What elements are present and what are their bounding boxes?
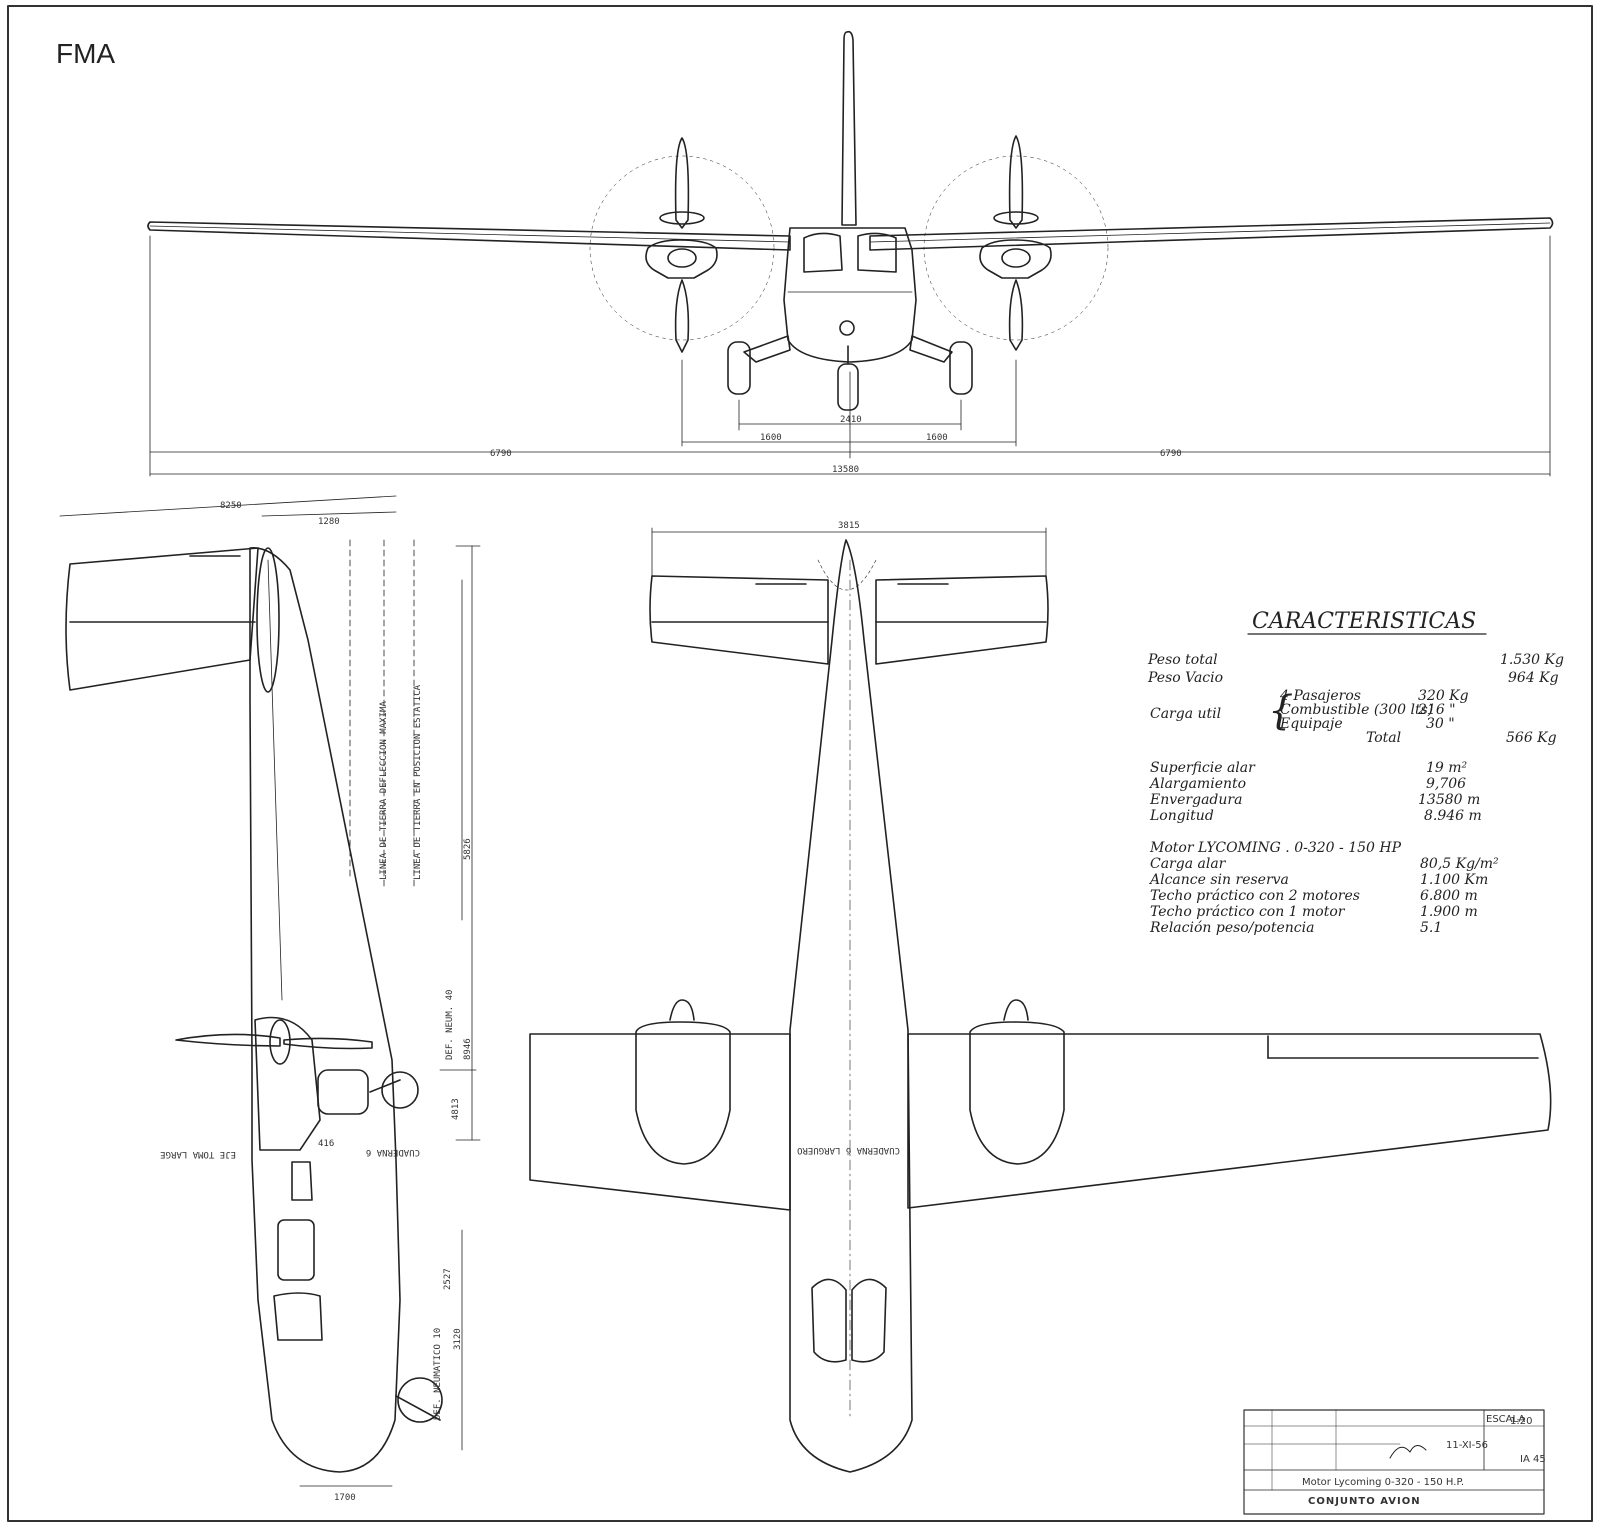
note-frame: CUADERNA 6 bbox=[366, 1147, 420, 1157]
scale-value: 1:20 bbox=[1510, 1416, 1532, 1427]
note-plan-frame: CUADERNA 6 LARGUERO bbox=[797, 1145, 900, 1155]
engine-label: Motor LYCOMING . 0-320 - 150 HP bbox=[1149, 840, 1402, 856]
perf-value: 1.100 Km bbox=[1420, 872, 1488, 888]
dim-side-stab: 1280 bbox=[318, 517, 340, 527]
geo-label: Alargamiento bbox=[1148, 776, 1246, 792]
perf-value: 6.800 m bbox=[1420, 888, 1478, 904]
side-nacelle bbox=[254, 1016, 321, 1151]
dim-total-span: 13580 bbox=[832, 465, 859, 475]
brand-label: FMA bbox=[56, 38, 116, 69]
plan-fuselage bbox=[789, 539, 913, 1473]
front-dimensions bbox=[149, 235, 1551, 477]
drawing-subtitle: Motor Lycoming 0-320 - 150 H.P. bbox=[1302, 1477, 1464, 1488]
note-tire: DEF. NEUMATICO 10 bbox=[433, 1328, 443, 1420]
cargo-item-label: Equipaje bbox=[1279, 716, 1343, 732]
dim-right-span: 6790 bbox=[1160, 449, 1182, 459]
dim-side-height-a: 5826 bbox=[463, 838, 473, 860]
cargo-item-label: Combustible (300 lts) bbox=[1280, 702, 1433, 718]
plan-cockpit bbox=[811, 1278, 847, 1363]
left-propeller bbox=[674, 137, 690, 229]
plan-stabilizer bbox=[649, 575, 829, 665]
dim-side-bottom: 1700 bbox=[334, 1493, 356, 1503]
geo-label: Longitud bbox=[1149, 808, 1214, 824]
perf-value: 1.900 m bbox=[1420, 904, 1478, 920]
spec-row-label: Peso total bbox=[1147, 652, 1218, 668]
title-block bbox=[1243, 1409, 1545, 1515]
note-ground-max: LINEA DE TIERRA DEFLECCION MAXIMA bbox=[379, 701, 389, 880]
dim-tail-span: 3815 bbox=[838, 521, 860, 531]
drawing-code: IA 45 bbox=[1520, 1454, 1546, 1465]
geo-value: 13580 m bbox=[1418, 792, 1480, 808]
dim-side-small-b: 416 bbox=[318, 1139, 334, 1149]
dim-side-nose-a: 2527 bbox=[443, 1268, 453, 1290]
perf-label: Techo práctico con 2 motores bbox=[1150, 888, 1360, 904]
side-propeller bbox=[175, 1033, 281, 1047]
side-fuselage bbox=[249, 547, 401, 1473]
front-fin bbox=[841, 30, 857, 226]
drawing-title: CONJUNTO AVION bbox=[1308, 1496, 1421, 1507]
cargo-total-value: 566 Kg bbox=[1506, 730, 1557, 746]
perf-label: Relación peso/potencia bbox=[1149, 920, 1314, 936]
specs-title: CARACTERISTICAS bbox=[1252, 609, 1476, 634]
drawing-date: 11-XI-56 bbox=[1446, 1440, 1488, 1451]
plan-wing bbox=[529, 1033, 791, 1211]
note-deflection: DEF. NEUM. 40 bbox=[445, 990, 455, 1060]
side-fin bbox=[65, 547, 259, 691]
cargo-label: Carga util bbox=[1150, 706, 1221, 722]
dim-side-top: 8250 bbox=[220, 501, 242, 511]
front-view bbox=[147, 30, 1554, 477]
right-propeller bbox=[1008, 135, 1024, 229]
dim-half-right: 1600 bbox=[926, 433, 948, 443]
spec-row-label: Peso Vacio bbox=[1147, 670, 1223, 686]
perf-label: Techo práctico con 1 motor bbox=[1150, 904, 1346, 920]
perf-label: Carga alar bbox=[1150, 856, 1227, 872]
geo-value: 19 m² bbox=[1426, 760, 1468, 776]
geo-value: 9,706 bbox=[1426, 776, 1466, 792]
geo-label: Envergadura bbox=[1149, 792, 1242, 808]
perf-label: Alcance sin reserva bbox=[1148, 872, 1289, 888]
geo-label: Superficie alar bbox=[1150, 760, 1256, 776]
dim-side-small-a: 4813 bbox=[451, 1098, 461, 1120]
cargo-total-label: Total bbox=[1366, 730, 1401, 746]
cargo-item-value: 320 Kg bbox=[1418, 688, 1469, 704]
scale-label: ESCALA bbox=[1486, 1414, 1525, 1425]
dim-left-span: 6790 bbox=[490, 449, 512, 459]
note-ground-static: LINEA DE TIERRA EN POSICION ESTATICA bbox=[413, 684, 423, 880]
perf-value: 5.1 bbox=[1420, 920, 1442, 936]
front-nose-gear bbox=[837, 363, 859, 411]
dim-track: 2410 bbox=[840, 415, 862, 425]
side-dimensions bbox=[59, 495, 481, 1487]
sheet-border bbox=[7, 5, 1593, 1522]
perf-value: 80,5 Kg/m² bbox=[1420, 856, 1499, 872]
plan-left-nacelle bbox=[635, 1021, 731, 1165]
geo-value: 8.946 m bbox=[1424, 808, 1482, 824]
dim-side-nose-b: 3120 bbox=[453, 1328, 463, 1350]
cargo-item-value: 216 " bbox=[1417, 702, 1456, 718]
spec-row-value: 1.530 Kg bbox=[1500, 652, 1564, 668]
dim-side-height-total: 8946 bbox=[463, 1038, 473, 1060]
spec-row-value: 964 Kg bbox=[1508, 670, 1559, 686]
dim-half-left: 1600 bbox=[760, 433, 782, 443]
front-wing bbox=[147, 221, 791, 251]
cargo-item-value: 30 " bbox=[1426, 716, 1455, 732]
plan-view bbox=[529, 527, 1552, 1473]
side-view bbox=[59, 495, 481, 1487]
specs-block: CARACTERISTICAS Peso total 1.530 Kg Peso… bbox=[1147, 609, 1564, 936]
note-axis: EJE TOMA LARGE bbox=[160, 1149, 236, 1159]
cargo-item-label: 4 Pasajeros bbox=[1279, 688, 1361, 704]
front-left-gear bbox=[743, 335, 791, 363]
cargo-brace: { bbox=[1268, 688, 1293, 734]
left-nacelle bbox=[645, 239, 718, 279]
